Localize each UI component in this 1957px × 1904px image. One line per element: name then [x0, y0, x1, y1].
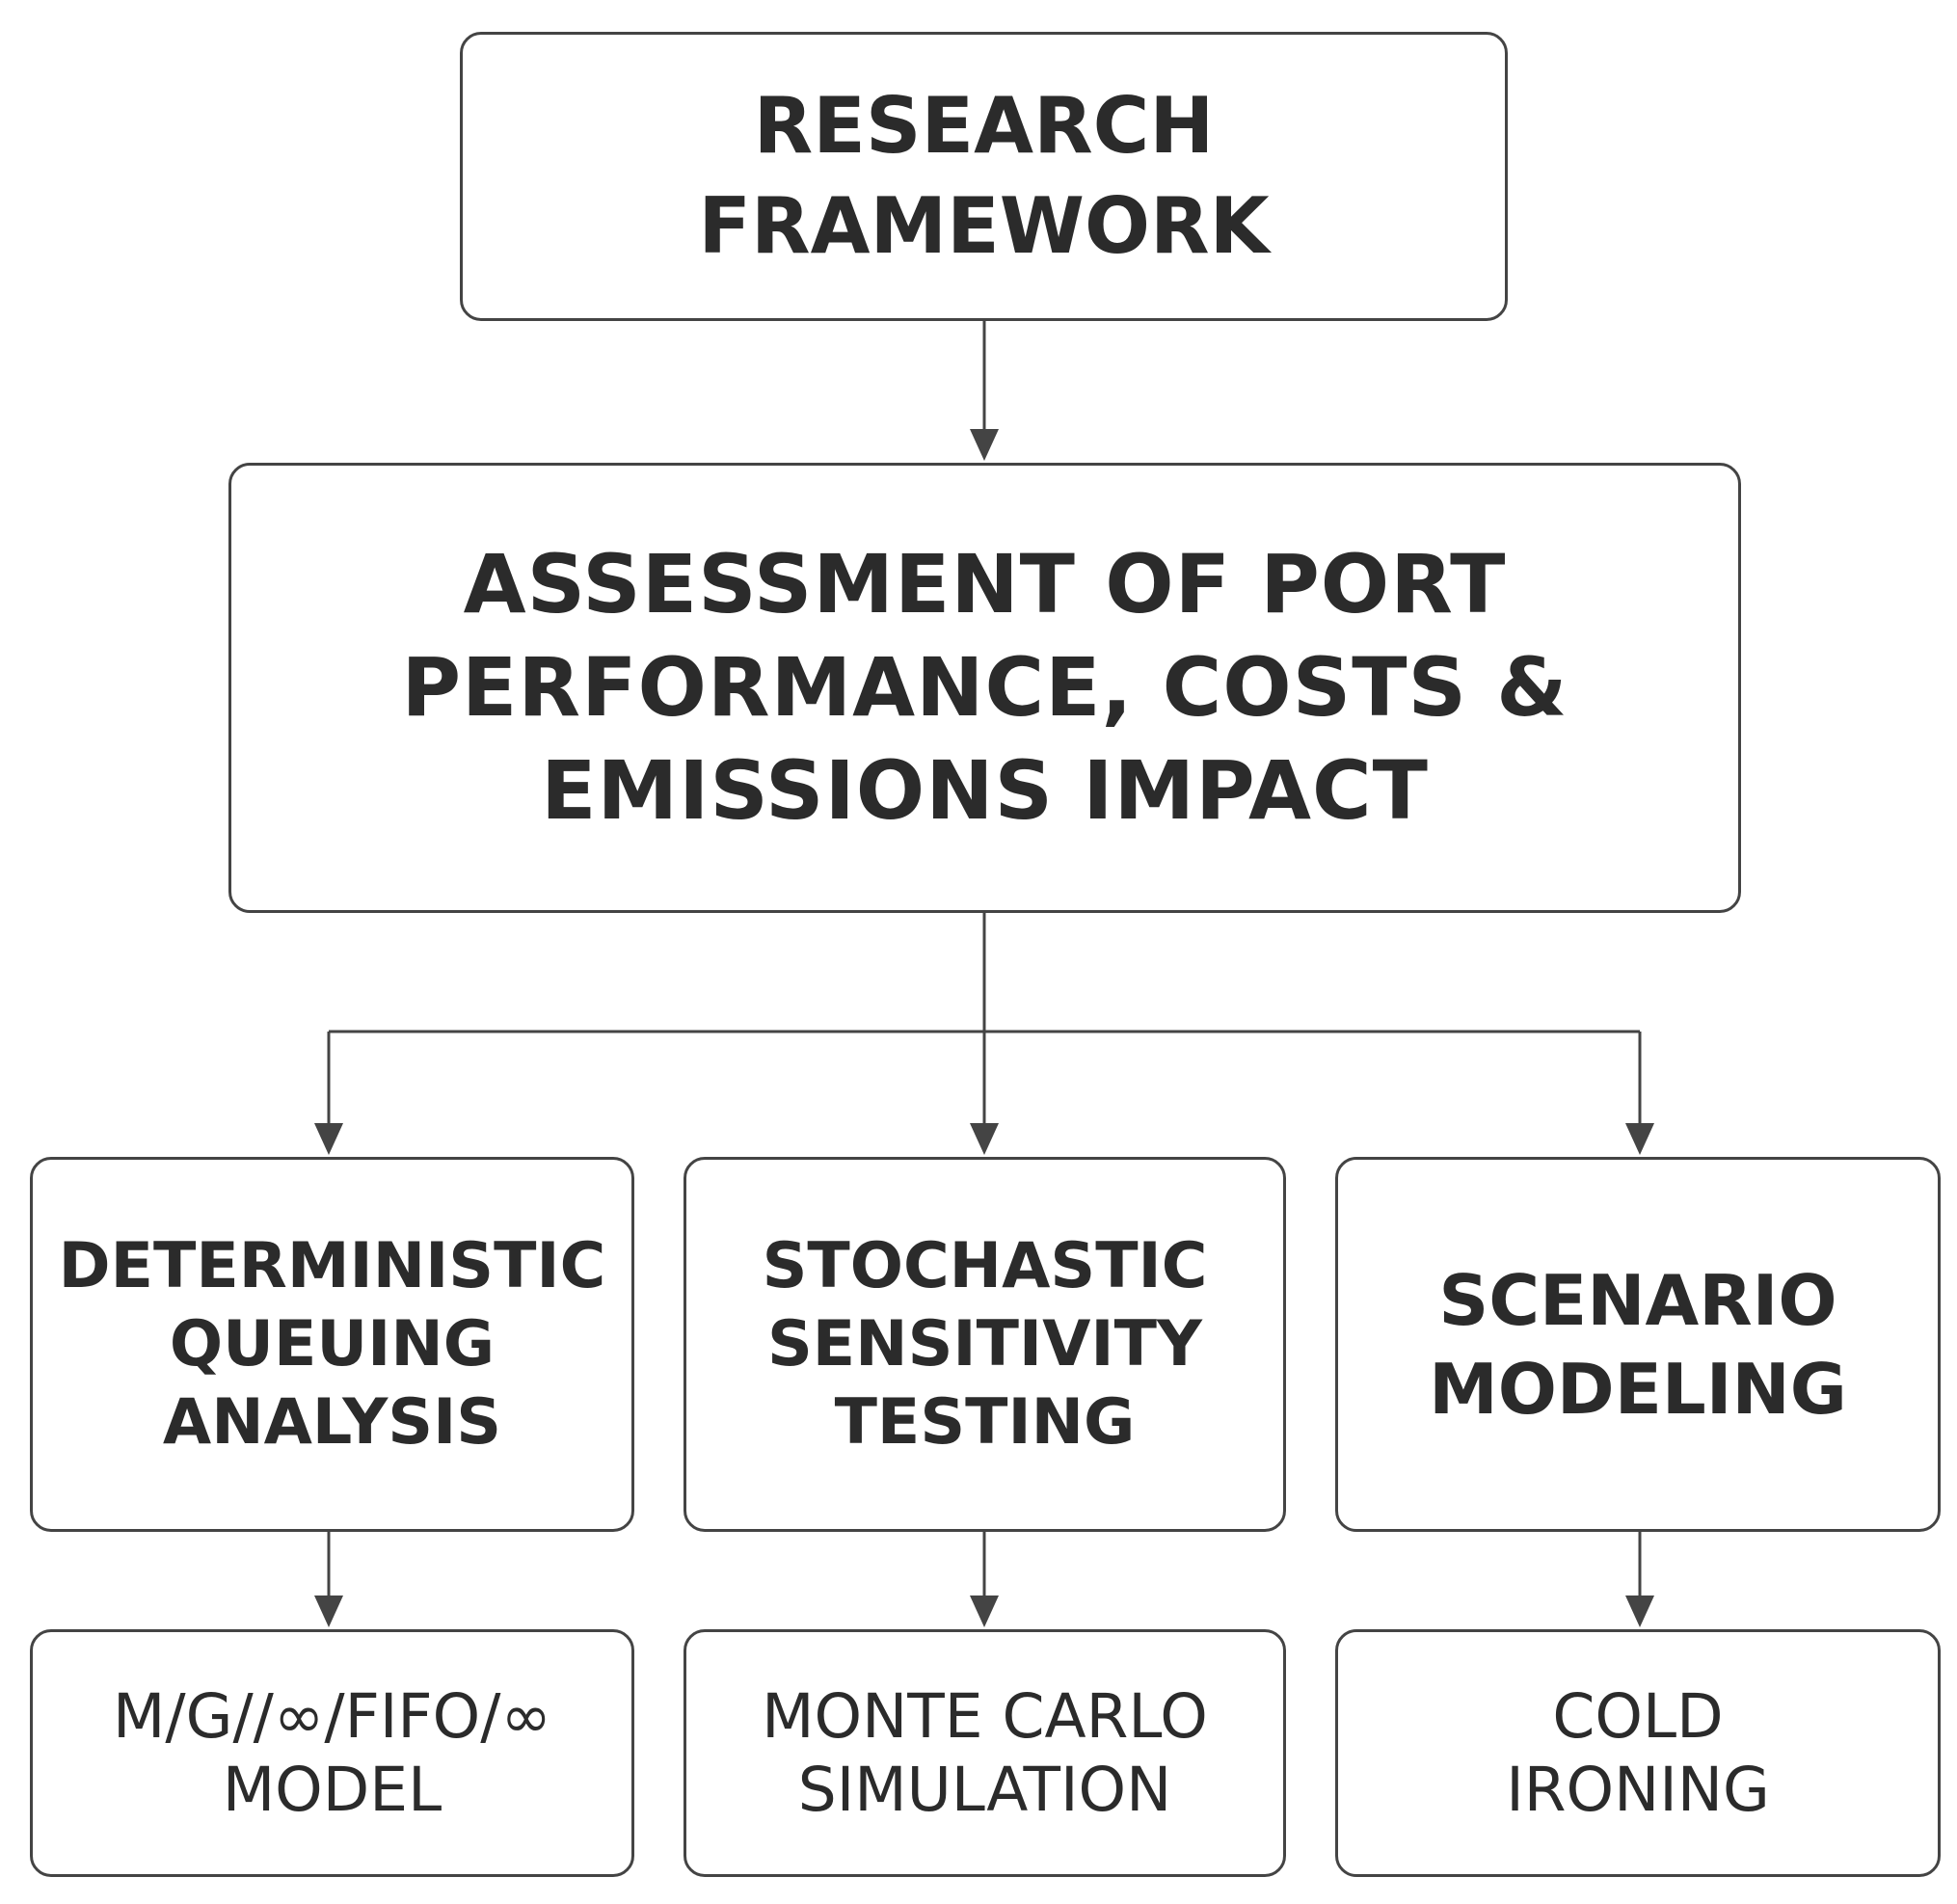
research-framework-line-1: RESEARCH: [753, 81, 1215, 171]
assessment-line-1: ASSESSMENT OF PORT: [463, 537, 1507, 631]
cold-ironing-box: COLD IRONING: [1335, 1629, 1941, 1877]
queuing-model-box: M/G//∞/FIFO/∞ MODEL: [30, 1629, 634, 1877]
scenario-modeling-box: SCENARIO MODELING: [1335, 1157, 1941, 1532]
scenario-line-1: SCENARIO: [1438, 1259, 1837, 1341]
arrow-root-to-assessment: [970, 321, 999, 461]
arrow-to-deterministic: [314, 1032, 343, 1155]
research-framework-box: RESEARCH FRAMEWORK: [460, 32, 1508, 321]
arrow-stochastic-to-montecarlo: [970, 1532, 999, 1627]
branch-connector: [329, 913, 1640, 1033]
assessment-line-2: PERFORMANCE, COSTS &: [401, 640, 1568, 735]
stochastic-sensitivity-box: STOCHASTIC SENSITIVITY TESTING: [684, 1157, 1286, 1532]
arrow-deterministic-to-model: [314, 1532, 343, 1627]
research-framework-line-2: FRAMEWORK: [698, 181, 1270, 271]
monte-carlo-box: MONTE CARLO SIMULATION: [684, 1629, 1286, 1877]
arrow-scenario-to-cold-ironing: [1625, 1532, 1654, 1627]
queuing-model-line-1: M/G//∞/FIFO/∞: [113, 1680, 551, 1752]
deterministic-queuing-box: DETERMINISTIC QUEUING ANALYSIS: [30, 1157, 634, 1532]
stochastic-line-2: SENSITIVITY: [766, 1308, 1203, 1381]
arrow-to-scenario: [1625, 1032, 1654, 1155]
monte-carlo-line-2: SIMULATION: [797, 1754, 1172, 1825]
stochastic-line-1: STOCHASTIC: [762, 1230, 1208, 1302]
deterministic-line-2: QUEUING: [169, 1308, 496, 1381]
queuing-model-line-2: MODEL: [222, 1754, 442, 1825]
cold-ironing-line-1: COLD: [1552, 1680, 1724, 1752]
assessment-line-3: EMISSIONS IMPACT: [541, 743, 1429, 838]
assessment-box: ASSESSMENT OF PORT PERFORMANCE, COSTS & …: [228, 463, 1741, 913]
cold-ironing-line-2: IRONING: [1506, 1754, 1770, 1825]
arrow-to-stochastic: [970, 1032, 999, 1155]
deterministic-line-3: ANALYSIS: [162, 1386, 502, 1459]
stochastic-line-3: TESTING: [834, 1386, 1136, 1459]
deterministic-line-1: DETERMINISTIC: [58, 1230, 606, 1302]
scenario-line-2: MODELING: [1429, 1348, 1847, 1430]
monte-carlo-line-1: MONTE CARLO: [762, 1680, 1208, 1752]
